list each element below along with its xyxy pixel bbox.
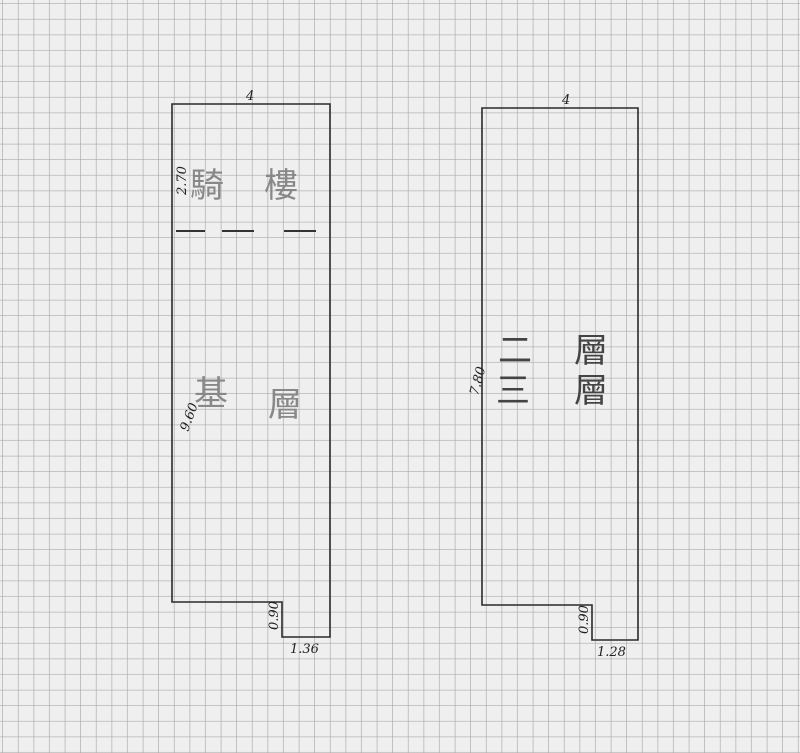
left-notch-width: 1.36 (290, 642, 319, 657)
ground-floor-outline (171, 103, 331, 638)
right-top-width: 4 (561, 93, 570, 108)
right-depth: 7.80 (467, 365, 489, 397)
right-notch-width: 1.28 (597, 645, 626, 660)
left-top-width: 4 (245, 89, 254, 104)
ground-floor-label-2: 層 (268, 385, 302, 425)
third-floor-label-2: 層 (574, 371, 608, 411)
arcade-label-1: 騎 (190, 166, 224, 206)
left-arcade-depth: 2.70 (175, 166, 190, 196)
upper-floors-outline (481, 107, 639, 641)
right-notch-depth: 0.90 (577, 605, 592, 634)
third-floor-label-1: 三 (496, 371, 530, 411)
arcade-label-2: 樓 (264, 166, 298, 206)
ground-floor-plan: 4 2.70 騎 樓 基 層 9.60 0.90 1.36 (171, 89, 331, 657)
upper-floors-plan: 4 7.80 二 層 三 層 0.90 1.28 (467, 93, 639, 660)
second-floor-label-2: 層 (574, 331, 608, 371)
left-notch-depth: 0.90 (267, 601, 282, 630)
ground-floor-label-1: 基 (194, 374, 228, 414)
second-floor-label-1: 二 (498, 331, 532, 371)
